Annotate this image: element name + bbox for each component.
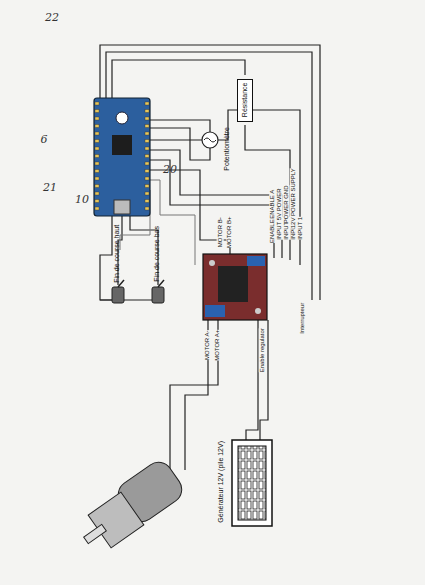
callout-number: 6 — [41, 134, 48, 146]
callout-number: 21 — [43, 182, 57, 194]
resistor-box: Résistance — [237, 79, 253, 122]
pin-label: Interrupteur — [299, 302, 306, 333]
component-name: Potentiomètre — [223, 127, 231, 171]
component-label: Générateur 12V (pile 12V) — [216, 440, 228, 526]
pin-label: 12V POWER SUPPLY — [290, 168, 297, 228]
potentiometer-symbol — [202, 132, 218, 148]
component-name: Fin de course haut — [113, 225, 121, 283]
pin-label: ENABLE A — [269, 189, 276, 218]
callout-number: 20 — [163, 164, 177, 176]
gear-motor — [84, 457, 187, 548]
callout-number: 10 — [75, 194, 89, 206]
component-label: Fin de course haut — [112, 224, 124, 286]
pin-label: MOTOR B- — [217, 217, 224, 247]
component-name: Résistance — [241, 83, 249, 118]
pin-label: MOTOR A- — [204, 330, 211, 360]
battery-pack — [232, 440, 272, 526]
pin-label: 5V POWER — [276, 188, 283, 220]
callout-number: 22 — [45, 12, 59, 24]
motor-driver-board — [203, 254, 267, 320]
pin-label: MOTOR A+ — [214, 329, 221, 360]
pin-label: Enable regulator — [259, 328, 266, 372]
component-name: Générateur 12V (pile 12V) — [217, 441, 225, 523]
component-name: Fin de course bas — [153, 226, 161, 282]
pin-label: INPUT 1 — [297, 216, 304, 239]
pin-label: MOTOR B+ — [226, 216, 233, 247]
limit-switch — [112, 280, 164, 303]
component-label: Fin de course bas — [152, 225, 164, 285]
component-label: Potentiomètre — [222, 126, 234, 174]
pin-label: POWER GND — [283, 185, 290, 223]
arduino-nano — [94, 98, 150, 216]
